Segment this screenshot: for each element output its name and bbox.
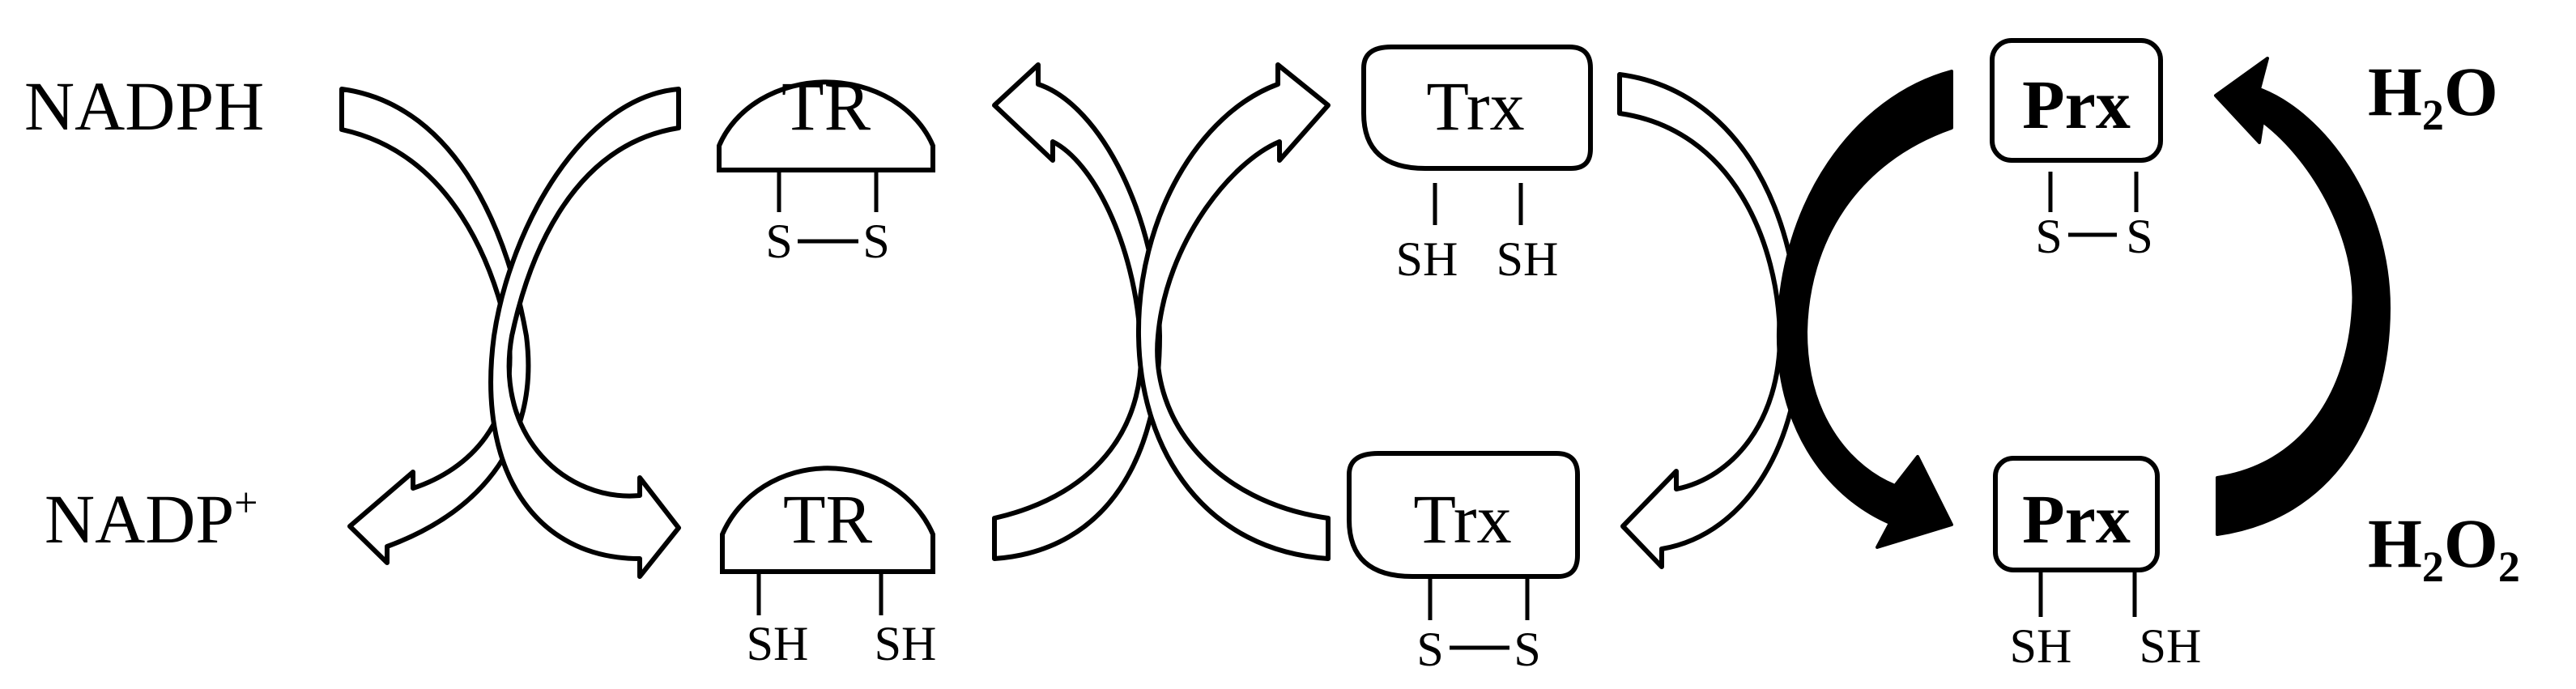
h2o-label: H2O: [2368, 53, 2498, 139]
nadph-label: NADPH: [24, 67, 264, 145]
prx-oxidation-solid-arrow: [2214, 57, 2391, 536]
h2o2-label: H2O2: [2368, 504, 2520, 591]
prx-thiol-left: SH: [2010, 619, 2072, 673]
prx-sulfur-left: S: [2035, 210, 2062, 263]
nadph-to-nadp-arrow: [339, 87, 531, 565]
tr-oxidized-to-reduced-arrow: [488, 87, 681, 579]
trx-thiol-left: SH: [1396, 232, 1458, 286]
prx-oxidized-shape: [1990, 38, 2163, 163]
tr-reduced-shape: [720, 466, 935, 574]
prx-thiol-right: SH: [2140, 619, 2202, 673]
tr-oxidized-label: TR: [781, 67, 871, 145]
nadp-label: NADP+: [45, 480, 258, 558]
prx-reduction-solid-arrow: [1776, 70, 1953, 549]
tr-thiol-left: SH: [747, 617, 809, 670]
prx-reduced-shape: [1993, 456, 2160, 572]
trx-to-prx-electron-arrow: [1617, 72, 1803, 569]
trx-oxidized-label: Trx: [1413, 480, 1511, 558]
prx-oxidized-label: Prx: [2022, 66, 2131, 143]
tr-sulfur-right: S: [862, 215, 889, 268]
trx-oxidized-to-reduced-arrow: [1135, 62, 1331, 561]
trx-sulfur-left: S: [1416, 623, 1443, 676]
trx-sulfur-right: S: [1514, 623, 1540, 676]
prx-sulfur-right: S: [2126, 210, 2152, 263]
trx-reduced-label: Trx: [1426, 67, 1524, 145]
tr-reduced-label: TR: [783, 480, 873, 558]
prx-reduced-label: Prx: [2022, 480, 2131, 558]
tr-oxidized-shape: [717, 79, 935, 172]
tr-thiol-right: SH: [875, 617, 937, 670]
tr-reduced-to-oxidized-arrow: [992, 62, 1162, 561]
trx-reduced-shape: [1361, 45, 1593, 171]
trx-oxidized-shape: [1347, 451, 1580, 579]
tr-sulfur-left: S: [765, 215, 792, 268]
trx-thiol-right: SH: [1497, 232, 1559, 286]
